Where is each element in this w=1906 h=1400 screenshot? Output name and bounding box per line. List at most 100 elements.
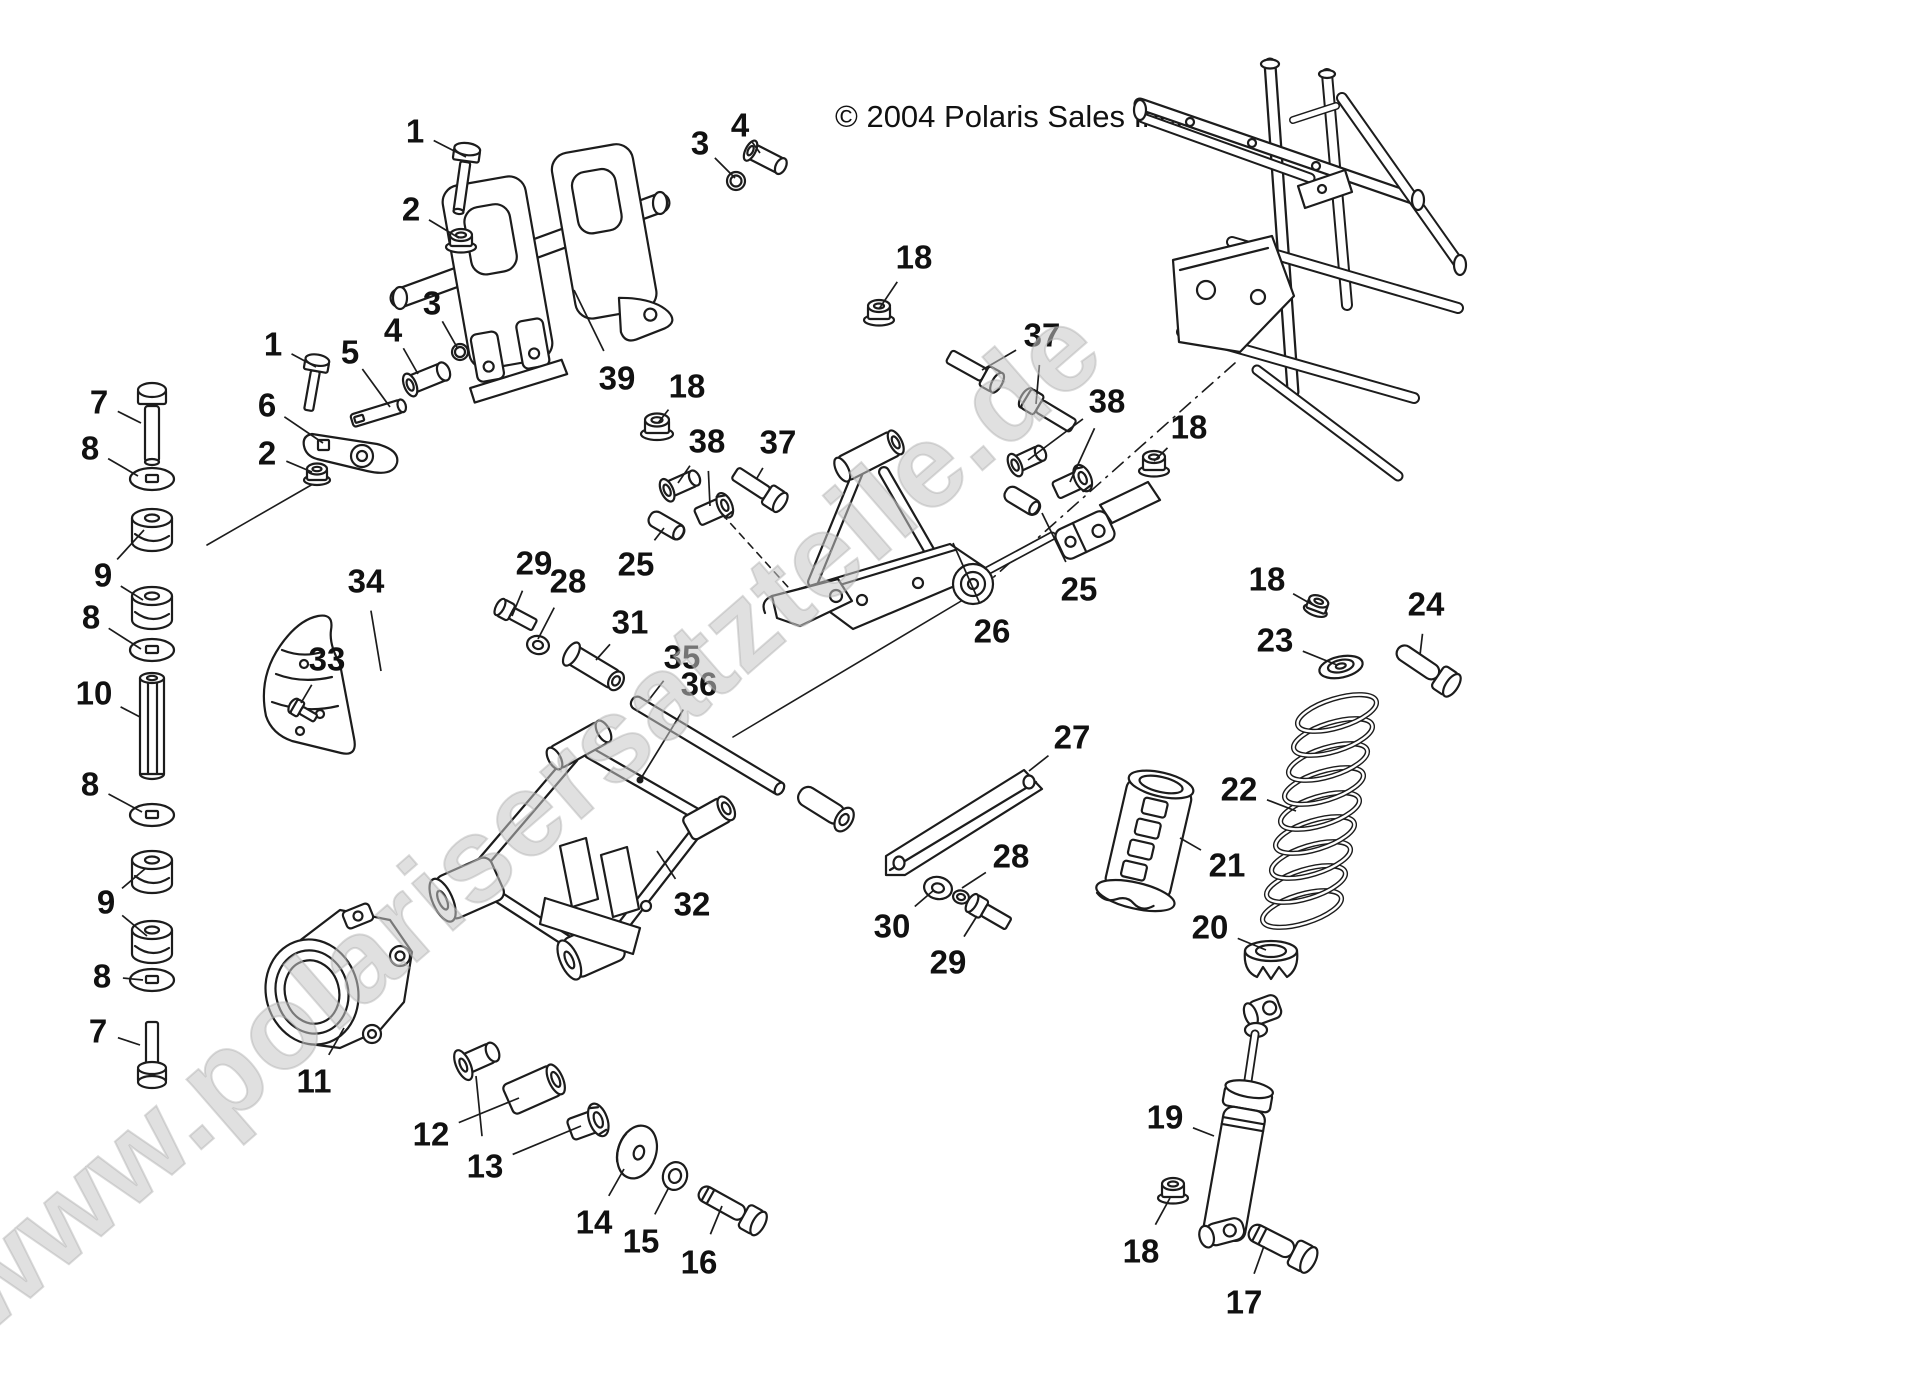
bolt-7-top <box>136 381 168 467</box>
callout-3: 3 <box>690 124 710 162</box>
leader-line <box>1153 447 1169 462</box>
callout-8: 8 <box>92 957 112 995</box>
guard-34 <box>262 614 356 755</box>
callout-2: 2 <box>401 190 421 228</box>
washer-8b <box>128 637 176 663</box>
leader-line <box>657 409 670 424</box>
leader-line <box>654 1188 669 1215</box>
leader-line <box>475 1075 483 1137</box>
leader-line <box>428 219 460 239</box>
bushing-9d <box>130 919 174 965</box>
flat-bar-27 <box>884 768 1044 877</box>
callout-14: 14 <box>575 1203 613 1241</box>
leader-line <box>963 915 978 938</box>
pin-25b <box>1003 485 1042 516</box>
leader-line <box>291 353 317 368</box>
callout-10: 10 <box>75 674 113 712</box>
bushing-4b <box>401 361 452 398</box>
callout-19: 19 <box>1146 1098 1184 1136</box>
bolt-1b <box>302 353 331 412</box>
bolt-37b2 <box>1017 387 1077 433</box>
leader-line <box>370 610 382 672</box>
callout-24: 24 <box>1407 585 1445 623</box>
bolt-37a <box>731 467 789 514</box>
leader-line <box>1419 633 1424 656</box>
bolt-17 <box>1247 1223 1319 1274</box>
lock-washer-28b <box>951 889 971 905</box>
spacer-12 <box>502 1063 566 1115</box>
callout-6: 6 <box>257 386 277 424</box>
leader-line <box>709 1205 723 1235</box>
callout-37: 37 <box>1023 316 1061 354</box>
callout-39: 39 <box>598 359 636 397</box>
leader-line <box>1266 799 1297 812</box>
o-ring-3a <box>725 170 747 192</box>
bolt-16 <box>697 1185 768 1237</box>
leader-line <box>1027 418 1084 461</box>
bushing-9c <box>130 849 174 895</box>
leader-line <box>286 460 313 473</box>
callout-23: 23 <box>1256 621 1294 659</box>
canister-21 <box>1095 769 1195 913</box>
callout-11: 11 <box>296 1062 332 1100</box>
callout-4: 4 <box>383 311 403 349</box>
leader-line <box>952 542 981 604</box>
leader-dot <box>636 776 644 784</box>
callout-28: 28 <box>549 562 587 600</box>
leader-line <box>1253 1245 1265 1275</box>
callout-9: 9 <box>93 556 113 594</box>
shock-absorber-19 <box>1198 994 1283 1249</box>
bushing-9b <box>130 585 174 631</box>
callout-28: 28 <box>992 837 1030 875</box>
callout-31: 31 <box>611 603 649 641</box>
callout-34: 34 <box>347 562 385 600</box>
callout-8: 8 <box>81 598 101 636</box>
bolt-7-bottom <box>136 1020 168 1090</box>
callout-7: 7 <box>88 1012 108 1050</box>
washer-8a <box>128 466 176 492</box>
bolt-37b1 <box>945 349 1006 394</box>
callout-27: 27 <box>1053 718 1091 756</box>
flange-nut-18b <box>862 298 896 327</box>
leader-line <box>402 347 419 375</box>
leader-line <box>573 289 605 352</box>
bolt-29a <box>493 597 538 632</box>
leader-line <box>677 465 691 484</box>
leader-line <box>458 1097 520 1124</box>
leader-line <box>108 793 143 813</box>
callout-18: 18 <box>1170 408 1208 446</box>
leader-line <box>1302 650 1338 666</box>
callout-18: 18 <box>1248 560 1286 598</box>
leader-line <box>107 457 139 477</box>
bolt-29b <box>964 892 1012 930</box>
leader-line <box>121 914 148 937</box>
leader-line <box>361 368 391 408</box>
leader-line <box>328 1027 345 1056</box>
leader-line <box>914 889 935 908</box>
callout-18: 18 <box>668 367 706 405</box>
coil-spring-22 <box>1259 692 1380 930</box>
leader-line <box>1028 754 1049 772</box>
leader-line <box>433 139 467 158</box>
leader-line <box>108 627 142 650</box>
leader-line <box>537 607 555 640</box>
callout-32: 32 <box>673 885 711 923</box>
pin-31b <box>797 785 855 833</box>
leader-line <box>117 410 142 424</box>
bearing-carrier-11 <box>264 902 414 1050</box>
leader-line <box>707 470 711 507</box>
washer-28a <box>525 634 551 656</box>
callout-9: 9 <box>96 883 116 921</box>
callout-17: 17 <box>1225 1283 1263 1321</box>
bushing-13a <box>453 1041 501 1082</box>
leader-line <box>656 850 677 880</box>
leader-line <box>512 1125 582 1156</box>
lower-a-arm-32 <box>428 577 854 981</box>
leader-line <box>441 320 459 350</box>
leader-line <box>878 281 898 310</box>
leader-line <box>751 141 761 154</box>
leader-line <box>283 416 324 444</box>
callout-26: 26 <box>973 612 1011 650</box>
